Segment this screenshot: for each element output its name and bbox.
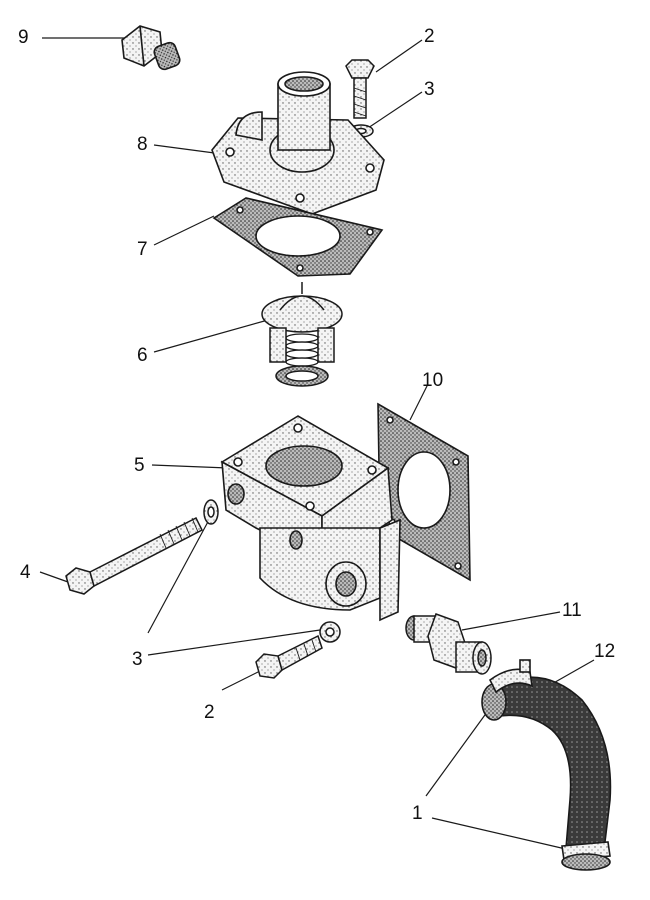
part-10-gasket: [377, 402, 471, 582]
part-7-gasket: [212, 197, 384, 277]
callout-7: 7: [137, 239, 148, 260]
part-6-thermostat: [261, 282, 343, 387]
part-12-hose: [481, 659, 612, 871]
callout-12: 12: [594, 641, 616, 662]
callout-8: 8: [137, 134, 148, 155]
part-2-bolt-lower: [255, 634, 323, 679]
callout-3: 3: [424, 79, 435, 100]
callout-3-lower: 3: [132, 649, 143, 670]
callout-5: 5: [134, 455, 145, 476]
callout-2: 2: [424, 26, 435, 47]
part-2-bolt-upper: [345, 59, 375, 119]
part-11-fitting: [405, 613, 492, 675]
callout-6: 6: [137, 345, 148, 366]
part-9-plug: [121, 25, 181, 71]
callout-9: 9: [18, 27, 29, 48]
callout-10: 10: [422, 370, 444, 391]
leader-lines: [39, 37, 595, 851]
part-5-housing: [220, 415, 401, 622]
callout-4: 4: [20, 562, 31, 583]
part-3-washers-lower: [203, 499, 341, 643]
callout-11: 11: [562, 600, 582, 621]
part-8-cover: [211, 71, 385, 215]
callout-1: 1: [412, 803, 423, 824]
part-4-bolt-long: [65, 516, 204, 595]
callout-2-lower: 2: [204, 702, 215, 723]
